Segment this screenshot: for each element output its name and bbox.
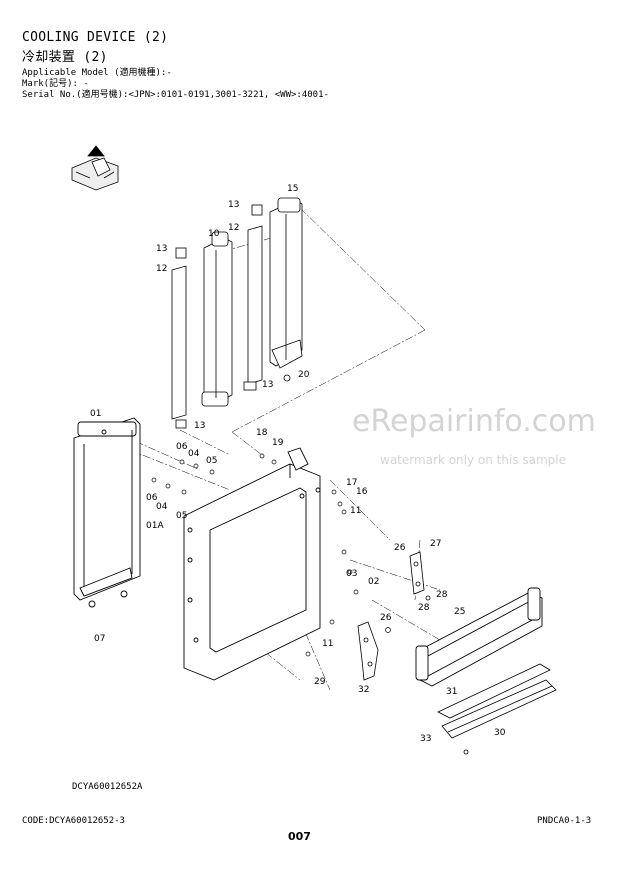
callout: 13 (228, 200, 239, 210)
callout: 01A (146, 521, 164, 531)
intercooler (269, 197, 303, 382)
oil-cooler (415, 587, 543, 687)
serial-number: Serial No.(適用号機):<JPN>:0101-0191,3001-32… (22, 90, 329, 100)
bracket-29 (357, 621, 379, 681)
leader-lines (109, 207, 441, 691)
callout: 12 (156, 264, 167, 274)
callout: 17 (346, 478, 357, 488)
callout: 33 (420, 734, 431, 744)
radiator-assembly (73, 417, 141, 608)
callout: 31 (446, 687, 457, 697)
orientation-icon (71, 145, 119, 191)
callout: 11 (350, 506, 361, 516)
callout: 02 (368, 577, 379, 587)
callout: 01 (90, 409, 101, 419)
callout: 05 (176, 511, 187, 521)
support-frame (183, 447, 321, 681)
page-number: 007 (288, 830, 311, 843)
callout: 18 (256, 428, 268, 438)
callout: 20 (298, 370, 310, 380)
callout: 03 (346, 569, 357, 579)
callout: 16 (356, 487, 368, 497)
callout-labels: 15 13 12 10 13 12 13 20 13 01 18 19 06 0… (90, 184, 506, 744)
callout: 19 (272, 438, 284, 448)
callout: 11 (322, 639, 333, 649)
callout: 04 (156, 502, 168, 512)
callout: 28 (418, 603, 430, 613)
guard-plates (437, 663, 557, 755)
callout: 30 (494, 728, 506, 738)
seal-strip-middle (243, 204, 263, 391)
radiator-core (201, 231, 233, 407)
callout: 06 (146, 493, 158, 503)
watermark-site: eRepairinfo.com (352, 404, 596, 439)
callout: 13 (262, 380, 273, 390)
hardware (151, 453, 391, 657)
callout: 26 (380, 613, 392, 623)
callout: 07 (94, 634, 105, 644)
callout: 13 (194, 421, 205, 431)
callout: 15 (287, 184, 298, 194)
callout: 25 (454, 607, 465, 617)
callout: 32 (358, 685, 369, 695)
callout: 13 (156, 244, 167, 254)
footer-ref: PNDCA0-1-3 (537, 816, 592, 826)
callout: 10 (208, 229, 220, 239)
callout: 29 (314, 677, 326, 687)
callout: 28 (436, 590, 448, 600)
mark-line: Mark(記号): - (22, 79, 89, 89)
seal-strip-left (171, 247, 187, 429)
callout: 06 (176, 442, 188, 452)
page-title-en: COOLING DEVICE (2) (22, 30, 169, 45)
page-title-jp: 冷却装置 (2) (22, 50, 108, 65)
applicable-model: Applicable Model (適用機種):- (22, 68, 172, 78)
callout: 27 (430, 539, 441, 549)
callout: 12 (228, 223, 239, 233)
watermark-note: watermark only on this sample (380, 453, 566, 467)
footer-code: CODE:DCYA60012652-3 (22, 816, 125, 826)
callout: 26 (394, 543, 406, 553)
bracket-27 (409, 551, 431, 601)
diagram-code: DCYA60012652A (72, 782, 143, 792)
callout: 04 (188, 449, 200, 459)
callout: 05 (206, 456, 217, 466)
